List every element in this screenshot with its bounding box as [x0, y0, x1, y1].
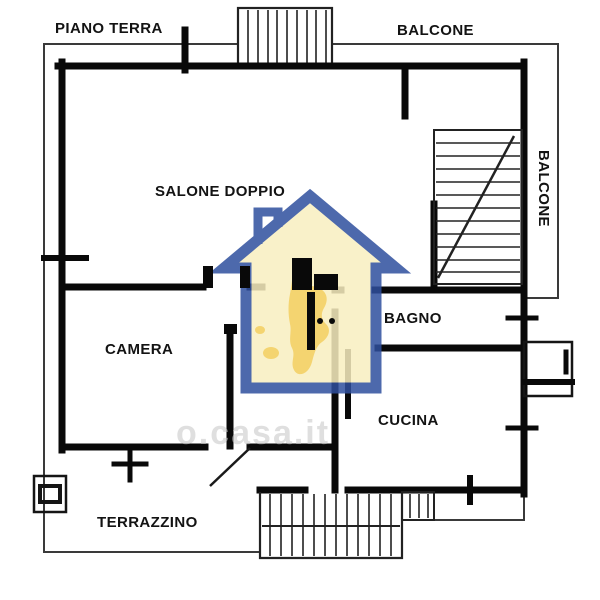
label-camera: CAMERA: [105, 341, 174, 358]
top-exterior-stairs: [236, 6, 334, 68]
annex-boxes: [32, 340, 574, 514]
door-leaves: [209, 447, 251, 487]
door-jambs: [203, 258, 338, 350]
label-balcone-right: BALCONE: [535, 150, 552, 227]
window-ticks: [41, 26, 575, 505]
italy-island-2: [255, 326, 265, 334]
interior-staircase: [433, 129, 523, 285]
label-terrazzino: TERRAZZINO: [97, 514, 198, 531]
label-cucina: CUCINA: [378, 412, 439, 429]
house-chimney: [253, 207, 283, 244]
site-watermark-text: o.casa.it: [176, 414, 331, 452]
bottom-exterior-stairs: [258, 491, 435, 560]
label-salone-doppio: SALONE DOPPIO: [155, 183, 286, 200]
label-bagno: BAGNO: [384, 310, 442, 327]
label-piano-terra: PIANO TERRA: [55, 20, 163, 37]
label-balcone-top: BALCONE: [397, 22, 474, 39]
italy-island-1: [263, 347, 279, 359]
